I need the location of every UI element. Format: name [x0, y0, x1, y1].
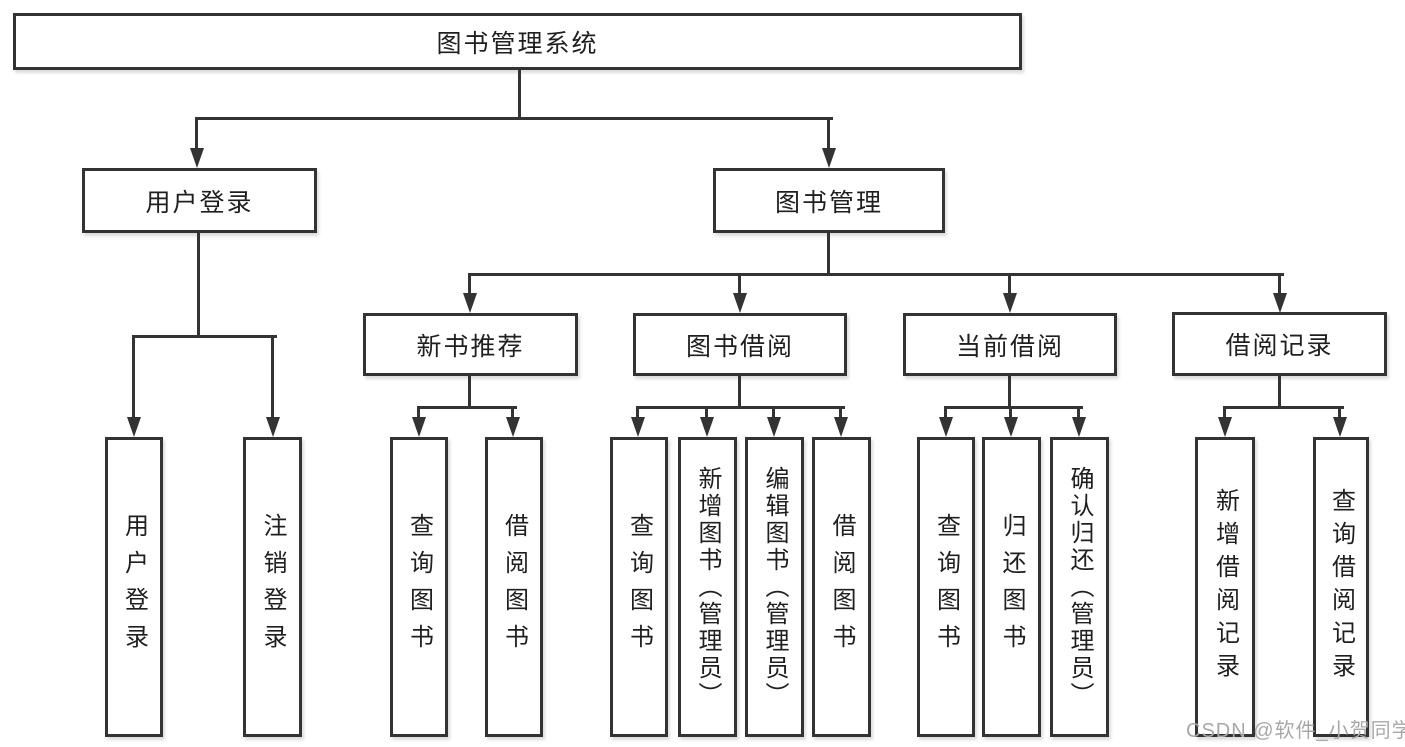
connector-hline: [1223, 406, 1344, 409]
node-book-management: 图书管理: [713, 168, 945, 233]
arrow-down-icon: [463, 293, 477, 313]
arrow-down-icon: [1003, 293, 1017, 313]
connector-vline: [705, 406, 708, 420]
leaf-confirm-return-admin: 确认归还（管理员）: [1050, 437, 1109, 737]
arrow-down-icon: [412, 417, 426, 437]
node-root: 图书管理系统: [13, 13, 1022, 70]
connector-hline: [944, 406, 1083, 409]
arrow-down-icon: [1004, 417, 1018, 437]
arrow-down-icon: [506, 417, 520, 437]
node-new-book-recommend: 新书推荐: [363, 313, 578, 376]
connector-vline: [1278, 273, 1281, 297]
node-user-login: 用户登录: [82, 168, 317, 233]
arrow-down-icon: [822, 148, 836, 168]
connector-vline: [1009, 406, 1012, 420]
arrow-down-icon: [700, 417, 714, 437]
connector-vline: [132, 335, 135, 419]
leaf-borrow-book: 借阅图书: [812, 437, 871, 737]
connector-hline: [132, 335, 277, 338]
csdn-watermark: CSDN @软件_小贺同学: [1186, 720, 1405, 742]
connector-vline: [468, 273, 471, 297]
leaf-query-book-borrow: 查询图书: [610, 437, 668, 737]
connector-vline: [468, 376, 471, 406]
leaf-return-book: 归还图书: [982, 437, 1041, 737]
connector-vline: [518, 70, 521, 117]
leaf-borrow-book-recommend: 借阅图书: [485, 437, 543, 737]
node-book-borrow: 图书借阅: [633, 313, 847, 376]
arrow-down-icon: [1072, 417, 1086, 437]
connector-vline: [197, 233, 200, 335]
arrow-down-icon: [1218, 417, 1232, 437]
connector-hline: [636, 406, 845, 409]
connector-vline: [772, 406, 775, 420]
node-borrow-records: 借阅记录: [1172, 312, 1387, 376]
connector-vline: [636, 406, 639, 420]
connector-vline: [1008, 273, 1011, 297]
connector-vline: [417, 406, 420, 420]
connector-hline: [468, 273, 1284, 276]
connector-hline: [195, 117, 833, 120]
leaf-query-borrow-record: 查询借阅记录: [1313, 437, 1369, 737]
arrow-down-icon: [834, 417, 848, 437]
connector-vline: [195, 117, 198, 151]
connector-vline: [1278, 376, 1281, 406]
connector-vline: [1223, 406, 1226, 420]
arrow-down-icon: [127, 417, 141, 437]
leaf-query-book-recommend: 查询图书: [390, 437, 448, 737]
arrow-down-icon: [1273, 293, 1287, 313]
arrow-down-icon: [266, 417, 280, 437]
connector-vline: [1008, 376, 1011, 406]
connector-vline: [738, 273, 741, 297]
connector-hline: [417, 406, 517, 409]
leaf-logout: 注销登录: [243, 437, 302, 737]
connector-vline: [271, 335, 274, 419]
connector-vline: [827, 117, 830, 151]
arrow-down-icon: [767, 417, 781, 437]
leaf-user-login: 用户登录: [105, 437, 163, 737]
connector-vline: [827, 233, 830, 273]
leaf-edit-book-admin: 编辑图书（管理员）: [745, 437, 804, 737]
arrow-down-icon: [939, 417, 953, 437]
leaf-add-borrow-record: 新增借阅记录: [1195, 437, 1255, 737]
connector-vline: [738, 376, 741, 406]
arrow-down-icon: [631, 417, 645, 437]
connector-vline: [839, 406, 842, 420]
connector-vline: [511, 406, 514, 420]
arrow-down-icon: [1333, 417, 1347, 437]
arrow-down-icon: [733, 293, 747, 313]
leaf-add-book-admin: 新增图书（管理员）: [678, 437, 737, 737]
leaf-query-book-current: 查询图书: [917, 437, 975, 737]
connector-vline: [1338, 406, 1341, 420]
connector-vline: [944, 406, 947, 420]
arrow-down-icon: [190, 148, 204, 168]
node-current-borrow: 当前借阅: [903, 313, 1117, 376]
connector-vline: [1077, 406, 1080, 420]
